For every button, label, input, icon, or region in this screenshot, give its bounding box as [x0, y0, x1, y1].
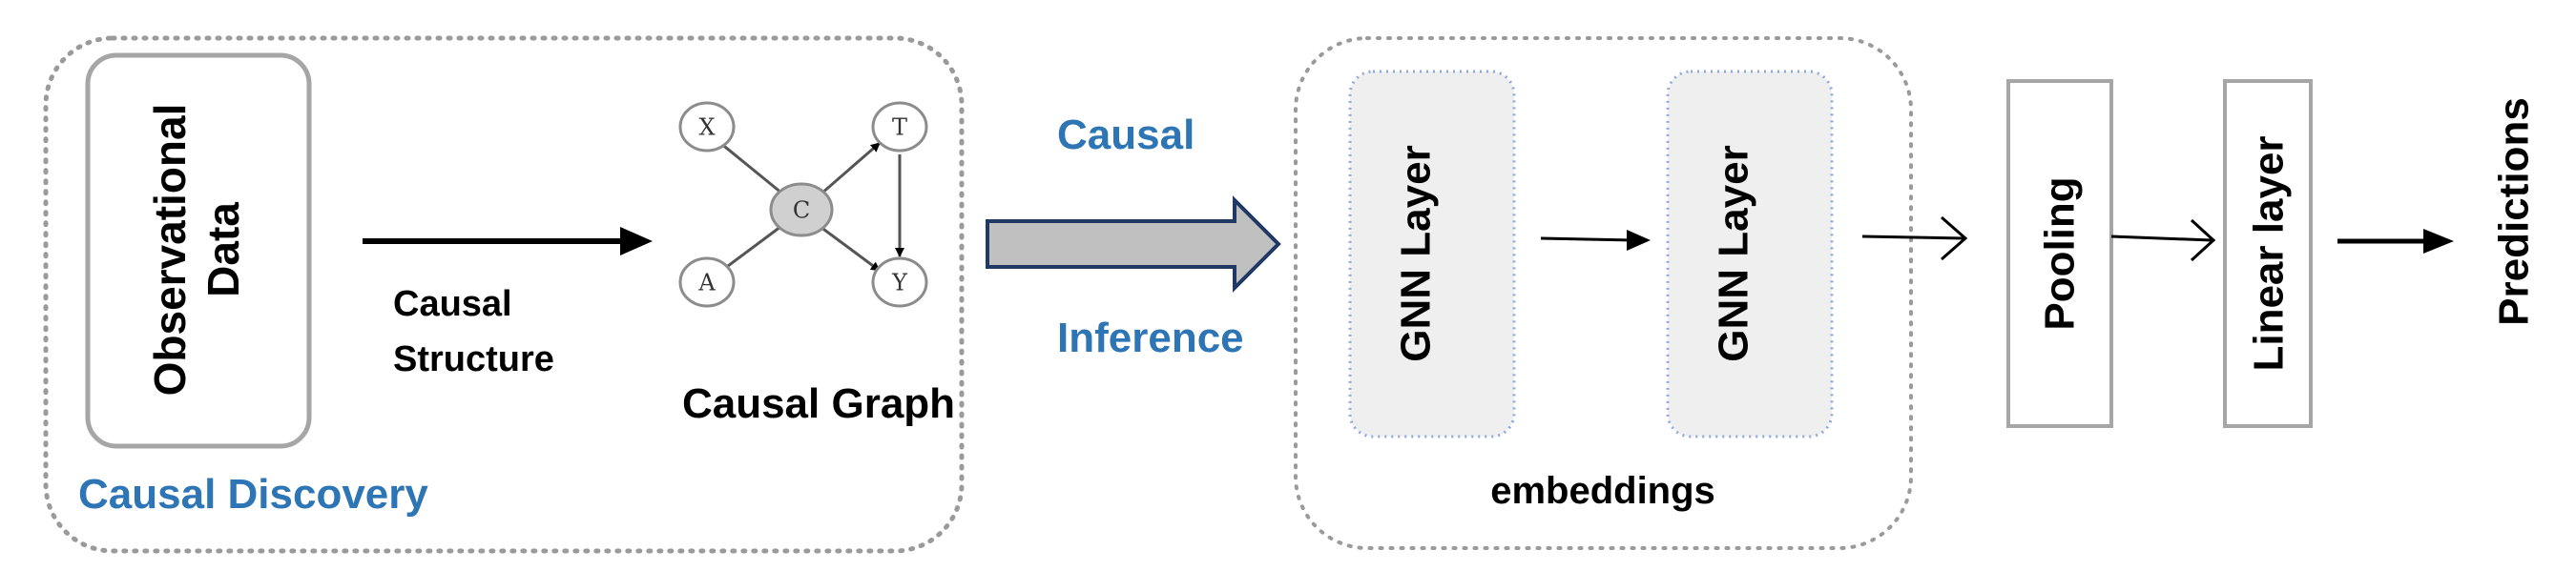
observational-data-box: [85, 52, 312, 449]
arrow-to-pooling: [1861, 215, 1968, 261]
pooling-label: Pooling: [2037, 176, 2084, 330]
causal-inference-label-top: Causal: [1057, 112, 1195, 158]
gnn-layer-2-label: GNN Layer: [1711, 145, 1757, 361]
gnn-inter-arrow: [1540, 236, 1634, 242]
predictions-label: Predictions: [2491, 97, 2538, 326]
graph-node-c-label: C: [793, 197, 810, 224]
graph-edge-c-t: [821, 141, 881, 195]
observational-data-label-line1: Observational: [145, 104, 195, 397]
graph-node-x-label: X: [698, 114, 715, 141]
graph-node-y: [871, 256, 928, 308]
linear-layer-box: [2223, 79, 2313, 428]
graph-node-y-label: Y: [891, 270, 908, 296]
gnn-layer-2-box: [1666, 70, 1834, 438]
causal-structure-label-line1: Causal: [393, 284, 512, 324]
arrow-to-predictions-head: [2423, 229, 2454, 254]
causal-structure-arrowhead: [620, 227, 653, 255]
graph-node-x: [678, 101, 736, 153]
gnn-layer-1-label: GNN Layer: [1393, 145, 1440, 361]
gnn-inter-arrowhead: [1627, 230, 1651, 251]
embeddings-caption: embeddings: [1490, 470, 1715, 512]
arrow-to-linear: [2110, 218, 2216, 262]
graph-node-c: [769, 182, 834, 237]
gnn-layer-1-box: [1348, 70, 1516, 438]
causal-graph: X T C A Y: [678, 101, 928, 308]
causal-graph-caption: Causal Graph: [682, 380, 955, 427]
causal-structure-label-line2: Structure: [393, 339, 554, 379]
linear-layer-label: Linear layer: [2246, 135, 2293, 371]
graph-node-t-label: T: [892, 114, 907, 141]
graph-edge-c-y: [820, 225, 881, 273]
pooling-box: [2006, 79, 2113, 428]
causal-inference-label-bottom: Inference: [1057, 315, 1244, 361]
graph-edge-c-a: [719, 225, 781, 274]
graph-edge-x-c: [719, 141, 783, 195]
graph-node-a: [678, 256, 736, 308]
observational-data-label-line2: Data: [198, 202, 248, 297]
gnn-panel: [1294, 36, 1913, 550]
causal-discovery-label: Causal Discovery: [78, 471, 428, 518]
graph-node-a-label: A: [697, 270, 716, 296]
graph-node-t: [871, 101, 928, 153]
causal-inference-arrow: [986, 195, 1281, 293]
causal-discovery-panel: [43, 35, 965, 554]
